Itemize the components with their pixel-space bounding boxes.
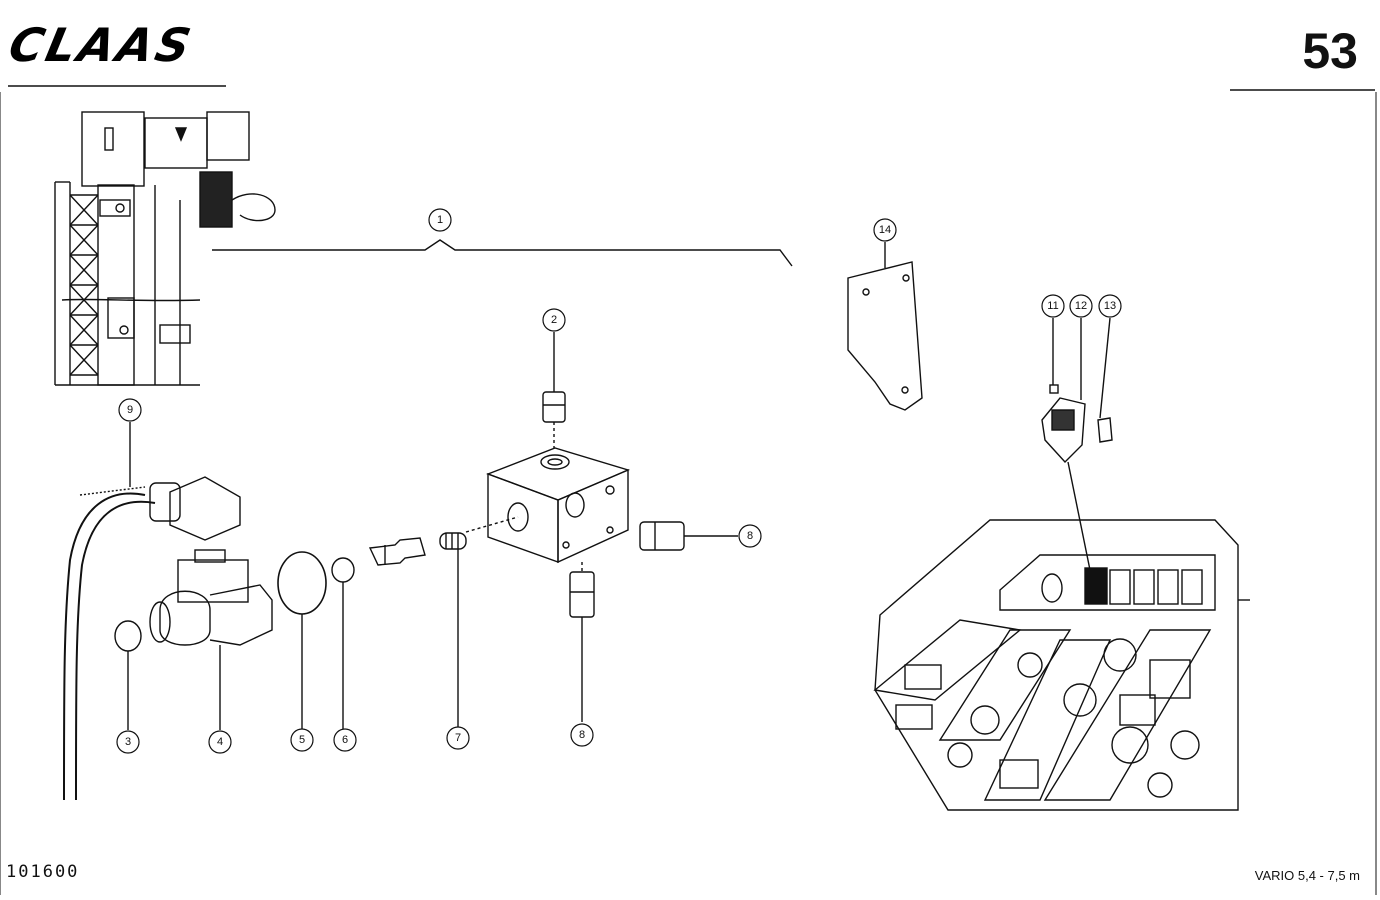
control-panel xyxy=(873,519,1250,811)
part-4-solenoid xyxy=(149,549,273,730)
valve-insert xyxy=(368,537,426,566)
parts-11-12-13-switch xyxy=(1041,317,1113,571)
callout-8b: 8 xyxy=(579,729,585,741)
callout-2: 2 xyxy=(551,314,557,326)
callout-circle-12 xyxy=(1069,294,1093,318)
mounting-assembly xyxy=(54,111,276,386)
part-9-cable-connector xyxy=(63,422,241,801)
callout-circle-1 xyxy=(428,208,452,232)
callout-13: 13 xyxy=(1104,300,1116,312)
callout-circle-8a xyxy=(738,524,762,548)
part-3-o-ring xyxy=(114,620,142,652)
callout-6: 6 xyxy=(342,734,348,746)
callout-circle-13 xyxy=(1098,294,1122,318)
group-bracket-1 xyxy=(212,239,793,267)
callout-circle-7 xyxy=(446,726,470,750)
callout-circle-3 xyxy=(116,730,140,754)
callout-7: 7 xyxy=(455,732,461,744)
drawing-number: 101600 xyxy=(6,862,80,882)
page-number: 53 xyxy=(1302,23,1358,79)
part-5-large-o-ring xyxy=(277,551,327,615)
callout-circle-2 xyxy=(542,308,566,332)
part-2-fitting xyxy=(542,332,566,448)
callout-circle-14 xyxy=(873,218,897,242)
callout-circle-8b xyxy=(570,723,594,747)
part-14-cover-plate xyxy=(847,242,923,411)
part-7-spring xyxy=(439,532,467,730)
model-label: VARIO 5,4 - 7,5 m xyxy=(1254,868,1360,883)
callout-circle-5 xyxy=(290,728,314,752)
hydraulic-valve-block xyxy=(465,447,631,564)
callout-12: 12 xyxy=(1075,300,1087,312)
callout-circle-4 xyxy=(208,730,232,754)
callout-3: 3 xyxy=(125,736,131,748)
part-6-small-o-ring xyxy=(331,557,355,583)
part-8-fitting-bottom xyxy=(569,562,595,722)
callout-circle-6 xyxy=(333,728,357,752)
callout-4: 4 xyxy=(217,736,223,748)
callout-circle-9 xyxy=(118,398,142,422)
callout-circle-11 xyxy=(1041,294,1065,318)
callout-8a: 8 xyxy=(747,530,753,542)
callout-14: 14 xyxy=(879,224,891,236)
callout-1: 1 xyxy=(437,214,443,226)
callout-5: 5 xyxy=(299,734,305,746)
callout-9: 9 xyxy=(127,404,133,416)
part-8-fitting-right xyxy=(639,521,738,551)
callout-11: 11 xyxy=(1047,300,1058,312)
